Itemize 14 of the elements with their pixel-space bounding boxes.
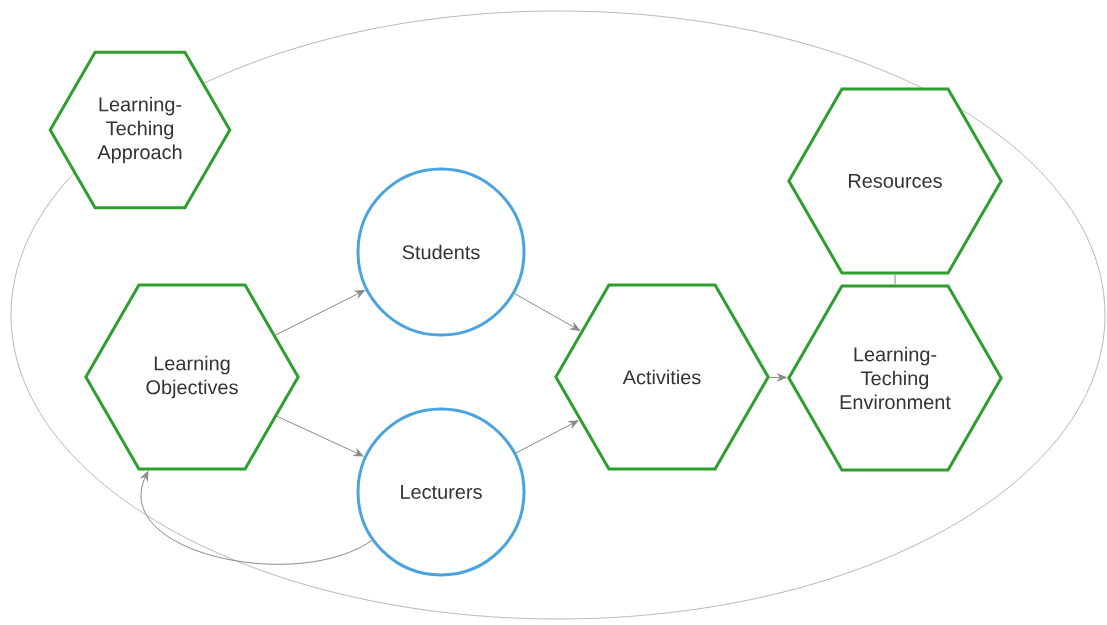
circle-node: Students: [356, 167, 526, 337]
arrow: [515, 420, 579, 454]
arrow: [276, 415, 364, 457]
hexagon-node: Resources: [787, 87, 1003, 275]
arrow: [275, 290, 365, 336]
ellipse-outline: [10, 10, 1106, 620]
arrow: [769, 373, 787, 382]
circle-node: Lecturers: [356, 407, 526, 577]
arrow: [140, 471, 373, 565]
connector-line: [894, 273, 896, 286]
hexagon-node: Learning Objectives: [84, 283, 300, 471]
arrow: [514, 293, 581, 331]
hexagon-node: Learning-Teching Environment: [787, 284, 1003, 472]
hexagon-node: Activities: [554, 283, 770, 471]
